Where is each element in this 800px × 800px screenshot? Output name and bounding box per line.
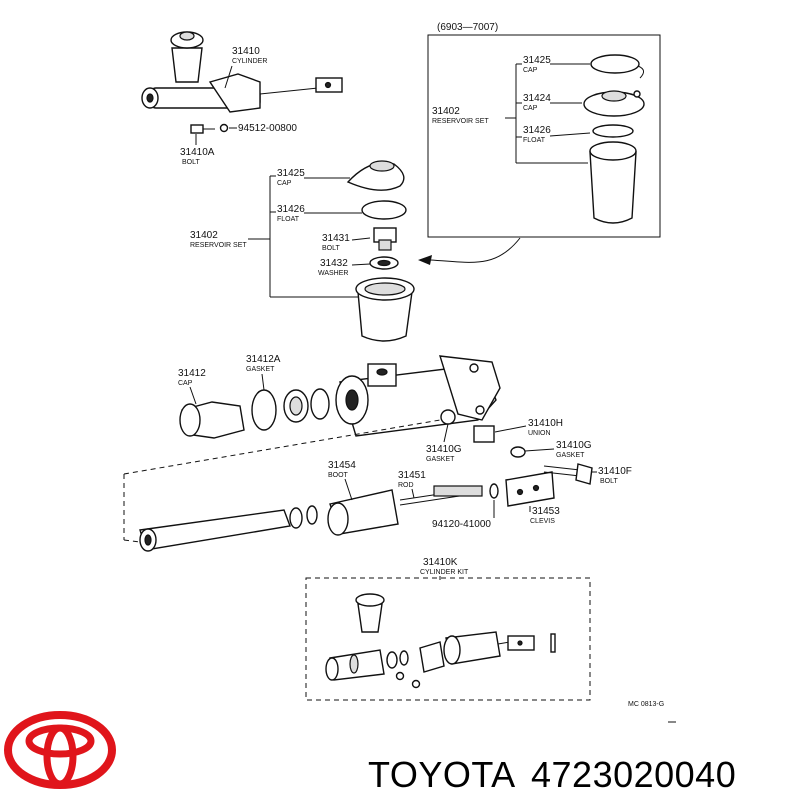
union-part-number: 31410H: [528, 418, 563, 429]
inset-reservoir-part-name: RESERVOIR SET: [432, 118, 489, 125]
screw-part-number: 94512-00800: [238, 123, 297, 134]
cap12-part-name: CAP: [178, 380, 193, 387]
washer-part-name: WASHER: [318, 270, 348, 277]
diagram-code: MC 0813-G: [628, 701, 664, 708]
float-part-name: FLOAT: [277, 216, 300, 223]
bolt-a-part-number: 31410A: [180, 147, 215, 158]
reservoir-set-parts: [346, 160, 415, 342]
assembled-cylinder-drawing: [141, 31, 343, 134]
float-part-number: 31426: [277, 204, 305, 215]
cap-part-name: CAP: [277, 180, 292, 187]
bolt-part-number: 31431: [322, 233, 350, 244]
washer-part-number: 31432: [320, 258, 348, 269]
inset-reservoir-parts: [583, 54, 645, 224]
gasket-g2-part-name: GASKET: [556, 452, 585, 459]
gasket-g2-part-number: 31410G: [556, 440, 592, 451]
kit-part-number: 31410K: [423, 557, 458, 568]
cap-part-number: 31425: [277, 168, 305, 179]
cylinder-kit-box: [305, 577, 591, 701]
kit-part-name: CYLINDER KIT: [420, 569, 469, 576]
reservoir-part-number: 31402: [190, 230, 218, 241]
gasket12a-part-name: GASKET: [246, 366, 275, 373]
inset-cap-part-number: 31425: [523, 55, 551, 66]
cylinder-part-name: CYLINDER: [232, 58, 267, 65]
reservoir-part-name: RESERVOIR SET: [190, 242, 247, 249]
inset-float-part-number: 31426: [523, 125, 551, 136]
rod-part-name: ROD: [398, 482, 414, 489]
part-number-title: 4723020040: [531, 754, 736, 795]
reference-arrow: [429, 237, 521, 263]
inset-reservoir-part-number: 31402: [432, 106, 460, 117]
boot-part-number: 31454: [328, 460, 356, 471]
cap12-part-number: 31412: [178, 368, 206, 379]
inset-cap2-part-name: CAP: [523, 105, 538, 112]
inset-cap2-part-number: 31424: [523, 93, 551, 104]
brand-name: TOYOTA: [368, 754, 516, 795]
exploded-line-lower: [123, 539, 141, 543]
bolt-f-part-number: 31410F: [598, 466, 632, 477]
union-part-name: UNION: [528, 430, 551, 437]
bolt-part-name: BOLT: [322, 245, 340, 252]
rod-part-number: 31451: [398, 470, 426, 481]
nut-part-number: 94120-41000: [432, 519, 491, 530]
bolt-f-part-name: BOLT: [600, 478, 618, 485]
inset-cap-part-name: CAP: [523, 67, 538, 74]
bolt-a-part-name: BOLT: [182, 159, 200, 166]
gasket-g1-part-name: GASKET: [426, 456, 455, 463]
reservoir-inset-box: [427, 34, 661, 238]
boot-part-name: BOOT: [328, 472, 349, 479]
inset-float-part-name: FLOAT: [523, 137, 546, 144]
piston-rod-drawing: [139, 463, 593, 552]
reference-arrowhead: [418, 255, 432, 265]
clevis-part-number: 31453: [532, 506, 560, 517]
inset-date-range: (6903—7007): [437, 22, 498, 33]
cylinder-part-number: 31410: [232, 46, 260, 57]
cylinder-body-drawing: [179, 355, 526, 458]
toyota-logo: [4, 711, 116, 789]
clevis-part-name: CLEVIS: [530, 518, 555, 525]
gasket-g1-part-number: 31410G: [426, 444, 462, 455]
cylinder-kit-parts: [325, 593, 556, 689]
exploded-line-upper: [123, 419, 441, 475]
gasket12a-part-number: 31412A: [246, 354, 281, 365]
